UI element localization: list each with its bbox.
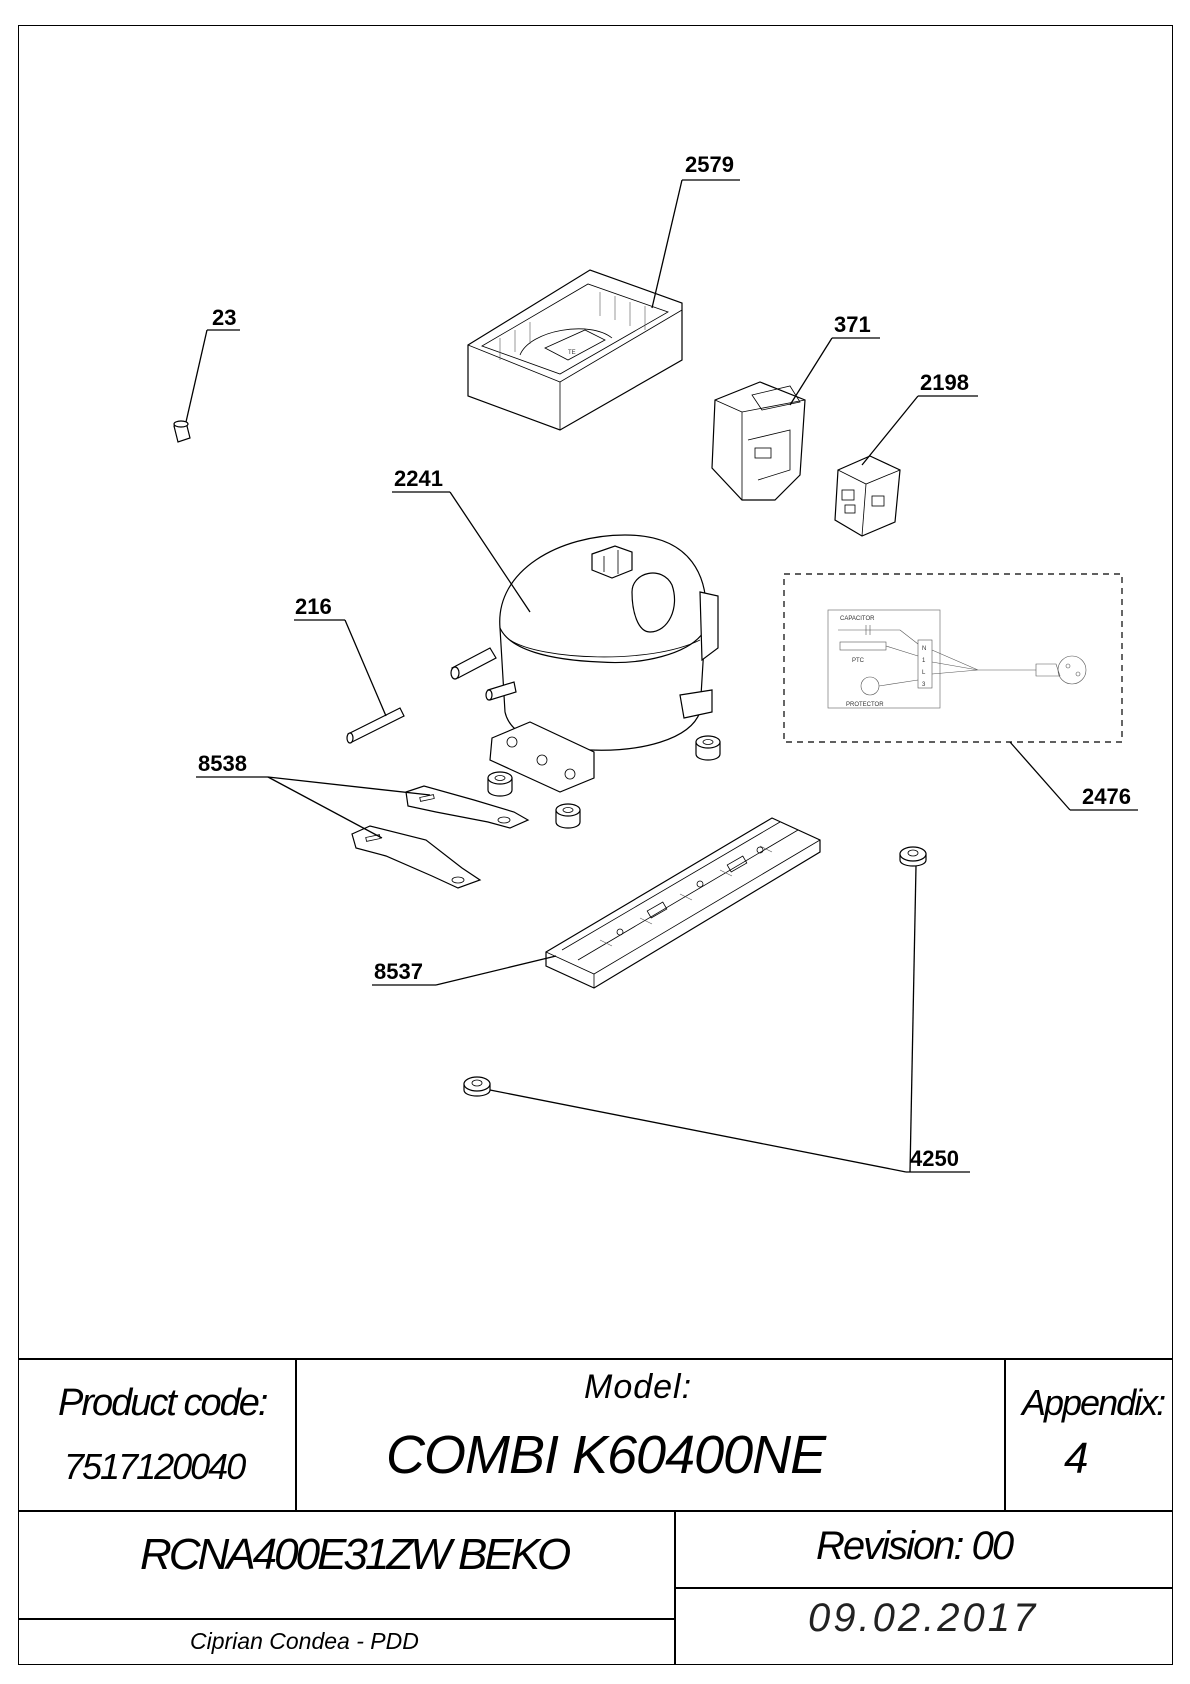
- part-2579-cover: TE: [467, 269, 683, 431]
- schematic-capacitor-label: CAPACITOR: [840, 616, 875, 622]
- part-8537-base-rail: [545, 817, 821, 989]
- variant-name: RCNA400E31ZW BEKO: [140, 1530, 571, 1579]
- part-23-grommet: [173, 420, 191, 443]
- model-label: Model:: [584, 1368, 693, 1406]
- callout-371: 371: [834, 312, 871, 337]
- callout-2579: 2579: [685, 152, 734, 177]
- part-8538-strips: [351, 785, 530, 889]
- part-2476-wiring-schematic: CAPACITOR PTC PROTECTOR N 1 L 3: [783, 573, 1123, 743]
- appendix-value: 4: [1064, 1434, 1089, 1483]
- part-2241-compressor: [450, 534, 719, 793]
- product-code-label: Product code:: [58, 1382, 268, 1424]
- model-value: COMBI K60400NE: [386, 1425, 826, 1485]
- date: 09.02.2017: [808, 1596, 1039, 1640]
- drawing-sheet: [18, 25, 1173, 1665]
- terminal-l: L: [922, 670, 926, 676]
- callout-2198: 2198: [920, 370, 969, 395]
- part-4250-clips: [463, 846, 927, 1097]
- terminal-1: 1: [922, 658, 926, 664]
- callout-8538: 8538: [198, 751, 247, 776]
- part-216-pin: [346, 707, 405, 744]
- svg-text:TE: TE: [568, 350, 576, 356]
- product-code-value: 7517120040: [64, 1446, 246, 1487]
- callout-4250: 4250: [910, 1146, 959, 1171]
- exploded-parts-diagram: TE 2579 23 371 2198: [173, 152, 1138, 1173]
- revision: Revision: 00: [816, 1524, 1014, 1568]
- callout-2476: 2476: [1082, 784, 1131, 809]
- schematic-ptc-label: PTC: [852, 658, 865, 664]
- callout-8537: 8537: [374, 959, 423, 984]
- appendix-label: Appendix:: [1022, 1382, 1166, 1423]
- schematic-protector-label: PROTECTOR: [846, 702, 884, 708]
- part-371-relay-cover: [711, 381, 806, 501]
- callout-23: 23: [212, 305, 236, 330]
- compressor-grommets: [487, 735, 721, 829]
- part-2198-ptc-relay: [834, 455, 901, 537]
- terminal-n: N: [922, 646, 926, 652]
- callout-216: 216: [295, 594, 332, 619]
- callout-2241: 2241: [394, 466, 443, 491]
- terminal-3: 3: [922, 682, 926, 688]
- author: Ciprian Condea - PDD: [190, 1628, 419, 1654]
